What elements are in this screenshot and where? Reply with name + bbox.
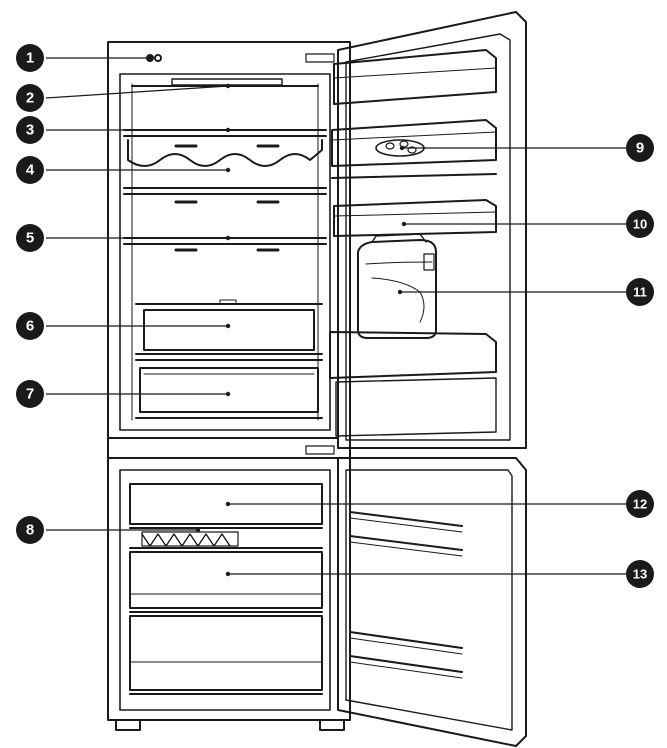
callout-badge — [626, 560, 654, 588]
callout-9: 9 — [626, 134, 654, 162]
callout-10: 10 — [626, 210, 654, 238]
callout-number: 2 — [26, 90, 34, 107]
callout-badge — [16, 84, 44, 112]
callout-badge — [16, 224, 44, 252]
callout-badge — [626, 134, 654, 162]
callout-badge — [16, 312, 44, 340]
leader-dots — [195, 83, 407, 577]
fridge-light — [131, 78, 319, 87]
wine-rack — [123, 139, 327, 195]
door-bin-top — [333, 49, 497, 105]
callout-number: 11 — [633, 285, 647, 300]
egg-tray-bin — [331, 119, 497, 179]
right-foot — [319, 719, 345, 731]
callout-number: 3 — [26, 122, 34, 139]
callout-badge — [626, 278, 654, 306]
callout-8: 8 — [16, 516, 44, 544]
water-tank — [357, 233, 437, 339]
fridge-door — [329, 11, 527, 449]
callout-number: 10 — [633, 217, 647, 232]
callout-badge — [16, 116, 44, 144]
callout-number: 1 — [26, 50, 34, 67]
callout-12: 12 — [626, 490, 654, 518]
callout-badge — [16, 380, 44, 408]
callout-badge — [16, 156, 44, 184]
freezer-drawer-middle — [129, 551, 323, 609]
callout-number: 9 — [636, 140, 644, 157]
callout-badge — [626, 490, 654, 518]
freezer-compartment — [119, 445, 335, 711]
callout-3: 3 — [16, 116, 44, 144]
callout-13: 13 — [626, 560, 654, 588]
callout-badge — [626, 210, 654, 238]
top-latch — [305, 53, 335, 63]
callout-2: 2 — [16, 84, 44, 112]
callout-badge — [16, 44, 44, 72]
callout-6: 6 — [16, 312, 44, 340]
callout-number: 8 — [26, 522, 34, 539]
callout-number: 4 — [26, 162, 35, 179]
cabinet-body — [107, 41, 351, 731]
callout-badge — [16, 516, 44, 544]
callout-7: 7 — [16, 380, 44, 408]
crisper-drawer-upper — [135, 299, 323, 361]
door-bin-middle — [333, 199, 497, 237]
callout-5: 5 — [16, 224, 44, 252]
ice-tray — [129, 527, 323, 549]
door-bin-bottom — [329, 331, 497, 437]
leader-lines — [45, 57, 626, 575]
freezer-door — [337, 457, 527, 747]
callout-4: 4 — [16, 156, 44, 184]
callout-1: 1 — [16, 44, 44, 72]
fridge-compartment — [119, 53, 335, 431]
freezer-latch — [305, 445, 335, 455]
left-foot — [115, 719, 141, 731]
callout-number: 13 — [633, 567, 647, 582]
callout-number: 12 — [633, 497, 647, 512]
callout-11: 11 — [626, 278, 654, 306]
glass-shelf-lower — [123, 200, 327, 252]
callout-number: 7 — [26, 386, 34, 403]
indicator-light — [146, 54, 154, 62]
callout-number: 6 — [26, 318, 34, 335]
callout-number: 5 — [26, 230, 34, 247]
freezer-drawer-bottom — [129, 611, 323, 695]
crisper-drawer-lower — [135, 367, 323, 419]
glass-shelf-top — [123, 129, 327, 137]
